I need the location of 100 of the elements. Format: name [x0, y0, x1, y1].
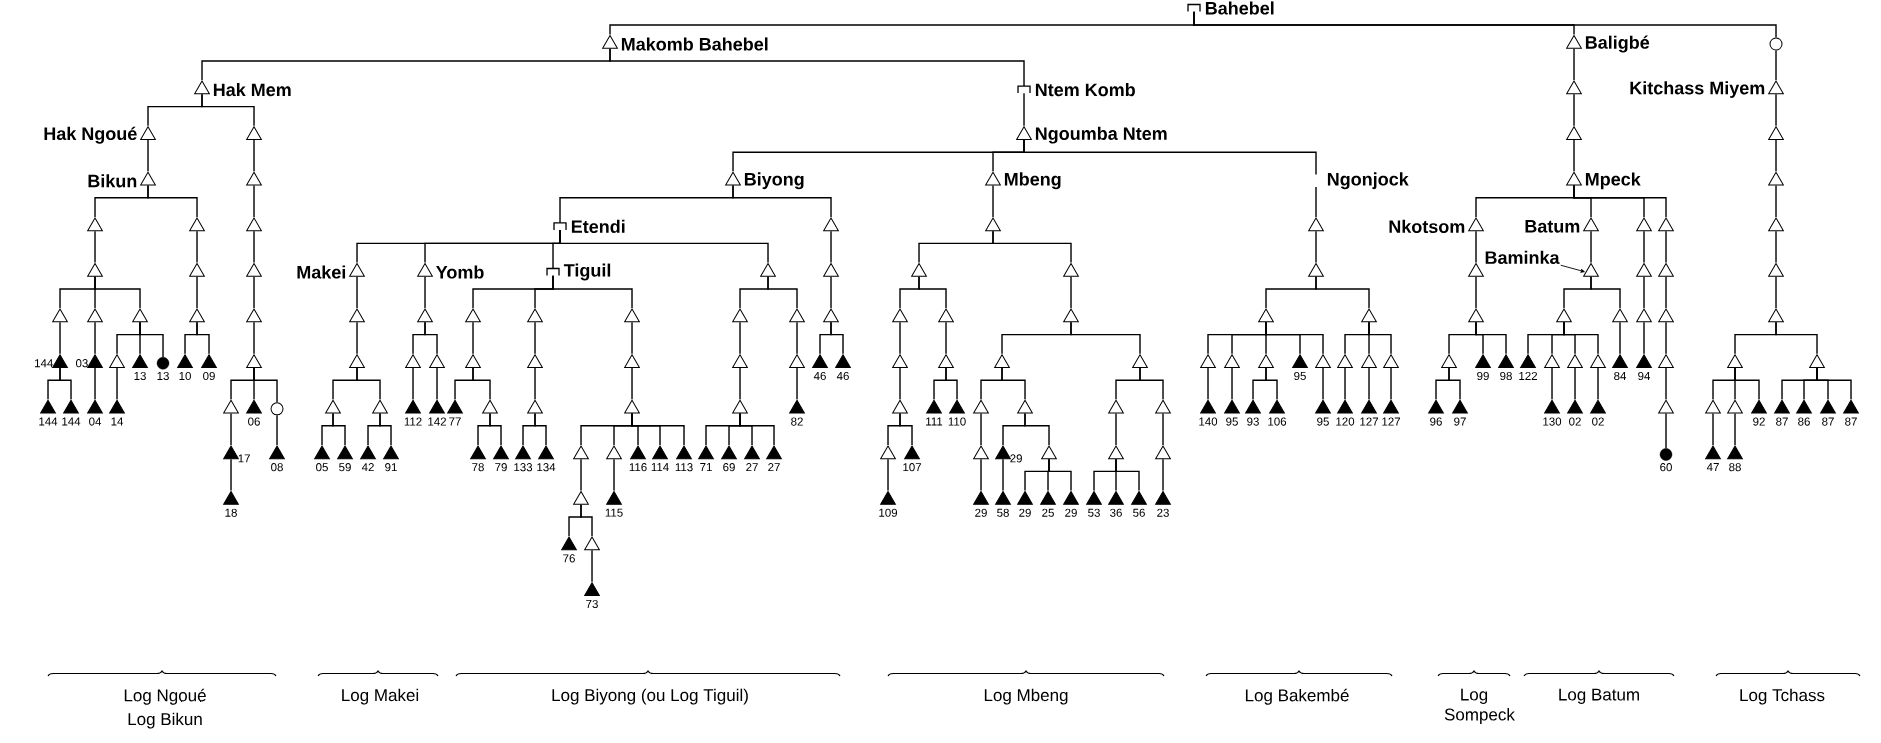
- group-label: Log Ngoué: [124, 688, 206, 705]
- triangle-symbol: [1768, 217, 1784, 232]
- node-label: 73: [586, 599, 598, 609]
- connector-line: [59, 367, 72, 400]
- node-label: Mpeck: [1585, 172, 1641, 190]
- triangle-symbol: [1612, 308, 1628, 323]
- node-label: 95: [1317, 417, 1329, 426]
- node-label: 140: [1199, 417, 1218, 426]
- connector-line: [1734, 412, 1736, 446]
- connector-line: [830, 230, 832, 264]
- triangle-symbol: [1544, 354, 1560, 368]
- node-label: 42: [361, 463, 374, 472]
- node-label: 03: [76, 359, 88, 368]
- triangle-symbol: [1155, 399, 1171, 414]
- connector-line: [276, 414, 278, 446]
- connector-line: [1162, 458, 1164, 492]
- connector-line: [253, 184, 255, 218]
- node-label: Mbeng: [1004, 172, 1061, 190]
- triangle-symbol: [1258, 354, 1274, 368]
- connector-line: [1368, 321, 1392, 355]
- node-label: 02: [1592, 417, 1604, 426]
- connector-line: [1231, 367, 1233, 400]
- connector-line: [887, 458, 889, 492]
- group-label: Log Biyong (ou Log Tiguil): [552, 688, 748, 705]
- triangle-symbol: [405, 354, 421, 368]
- connector-line: [796, 367, 798, 400]
- triangle-symbol: [87, 263, 103, 277]
- connector-line: [94, 230, 96, 264]
- triangle-symbol: [1636, 217, 1652, 232]
- triangle-symbol: [1063, 308, 1079, 323]
- node-label: 99: [1477, 371, 1489, 381]
- triangle-symbol: [573, 491, 589, 505]
- connector-line: [1775, 184, 1777, 218]
- node-label: 29: [1019, 508, 1031, 517]
- node-label: 127: [1360, 417, 1379, 426]
- connector-line: [1643, 321, 1645, 355]
- triangle-symbol: [1315, 354, 1331, 368]
- node-label: 114: [651, 463, 669, 471]
- node-label: Makei: [297, 265, 346, 279]
- triangle-symbol: [87, 308, 103, 323]
- connector-line: [631, 412, 685, 446]
- node-label: Kitchass Miyem: [1630, 81, 1765, 98]
- connector-line: [631, 321, 633, 355]
- connector-line: [830, 321, 844, 355]
- node-label: 110: [948, 417, 966, 426]
- group-label: Log Bakembé: [1245, 688, 1349, 705]
- triangle-symbol: [789, 354, 805, 368]
- node-label: 08: [271, 463, 283, 472]
- node-label: 109: [879, 508, 898, 517]
- connector-line: [1024, 412, 1050, 446]
- connector-line: [552, 275, 633, 309]
- node-label: 94: [1638, 371, 1651, 381]
- triangle-symbol: [372, 399, 388, 414]
- triangle-symbol: [349, 354, 365, 368]
- connector-line: [1193, 11, 1777, 39]
- connector-line: [945, 321, 947, 355]
- triangle-symbol: [1658, 354, 1674, 368]
- connector-line: [1315, 276, 1370, 309]
- triangle-symbol: [624, 308, 640, 323]
- connector-line: [1551, 367, 1553, 400]
- node-label: 91: [385, 463, 397, 472]
- connector-line: [94, 367, 96, 400]
- connector-line: [830, 276, 832, 309]
- connector-line: [1573, 184, 1667, 218]
- triangle-symbol: [1258, 308, 1274, 323]
- connector-line: [631, 367, 633, 400]
- triangle-symbol: [1200, 354, 1216, 368]
- triangle-symbol: [1727, 399, 1743, 414]
- node-label: Ngonjock: [1327, 172, 1409, 190]
- connector-line: [1590, 230, 1592, 264]
- node-label: 29: [1010, 454, 1022, 463]
- node-label: 71: [700, 463, 712, 471]
- node-label: 47: [1706, 463, 1719, 471]
- connector-line: [196, 276, 198, 309]
- triangle-symbol: [1308, 263, 1324, 277]
- connector-line: [356, 367, 381, 400]
- connector-line: [980, 458, 982, 492]
- node-label: 87: [1776, 417, 1788, 426]
- triangle-symbol: [246, 126, 262, 140]
- node-label: 88: [1729, 463, 1741, 472]
- node-label: 59: [339, 463, 351, 472]
- node-label: 69: [723, 463, 735, 472]
- node-label: 84: [1614, 371, 1627, 381]
- node-label: 93: [1247, 417, 1259, 426]
- connector-line: [472, 367, 491, 400]
- connector-line: [139, 321, 164, 358]
- triangle-symbol: [985, 217, 1001, 232]
- node-label: 130: [1543, 417, 1562, 426]
- node-label: 09: [203, 371, 215, 381]
- triangle-symbol: [465, 308, 481, 323]
- triangle-symbol: [1108, 399, 1124, 414]
- node-label: Ntem Komb: [1035, 83, 1135, 97]
- triangle-symbol: [246, 217, 262, 232]
- node-label: 23: [1157, 508, 1169, 517]
- connector-line: [1665, 276, 1667, 309]
- connector-line: [609, 48, 1025, 87]
- node-label: 14: [111, 417, 124, 426]
- triangle-symbol: [1590, 354, 1606, 368]
- triangle-symbol: [465, 354, 481, 368]
- triangle-symbol: [325, 399, 341, 414]
